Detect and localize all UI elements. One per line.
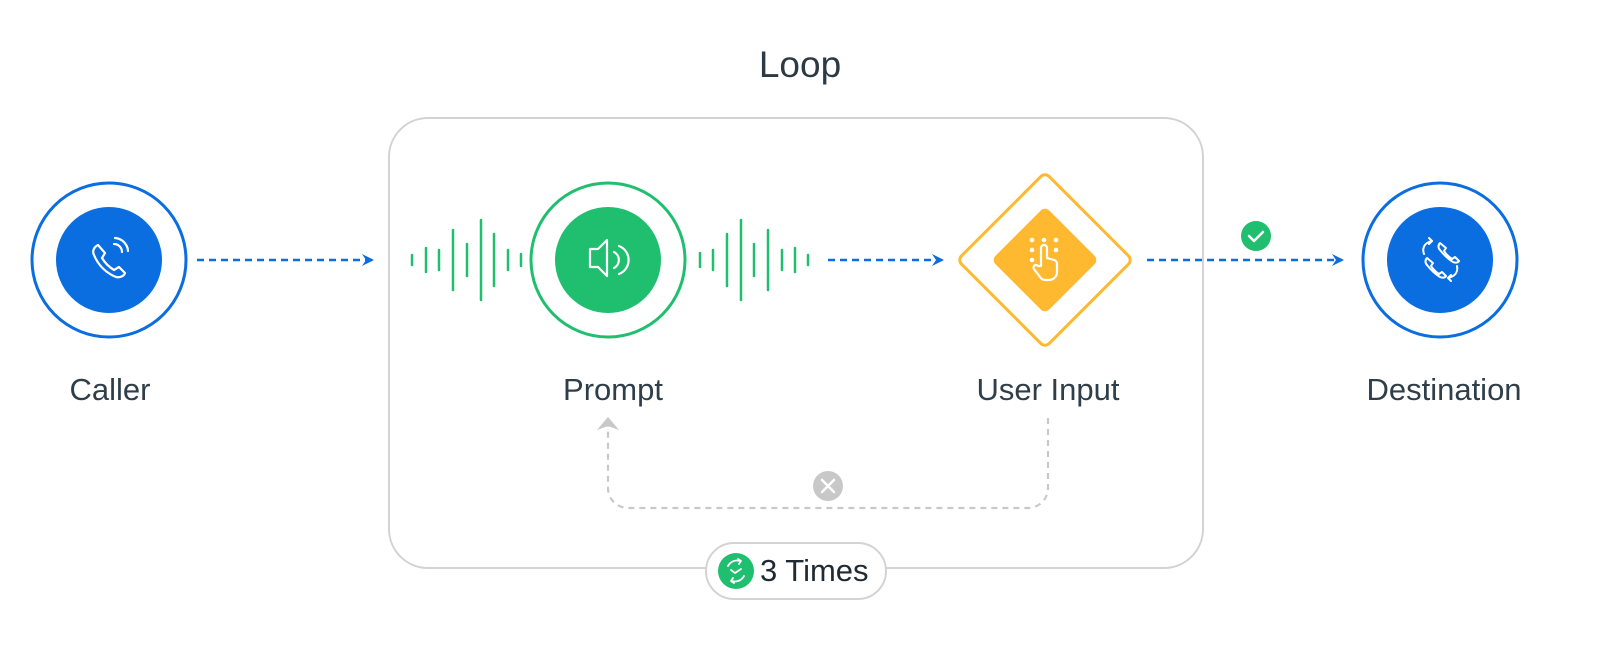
tap-keypad-icon bbox=[1029, 237, 1059, 282]
retry-arrowhead bbox=[597, 417, 619, 430]
label-destination: Destination bbox=[1366, 372, 1522, 407]
phone-ringing-icon bbox=[92, 236, 130, 279]
label-caller: Caller bbox=[69, 372, 151, 407]
node-caller[interactable] bbox=[30, 181, 188, 339]
sound-wave-left bbox=[410, 218, 523, 302]
edge-user-input-prompt-retry bbox=[606, 418, 1050, 510]
success-check-icon bbox=[1241, 221, 1271, 251]
sound-wave-right bbox=[698, 218, 810, 302]
call-transfer-icon bbox=[1422, 237, 1460, 282]
node-prompt[interactable] bbox=[529, 181, 687, 339]
loop-title: Loop bbox=[758, 44, 842, 85]
repeat-count-label: 3 Times bbox=[760, 553, 869, 588]
node-user-input[interactable] bbox=[957, 172, 1132, 347]
speaker-icon bbox=[588, 238, 630, 278]
label-user-input: User Input bbox=[976, 372, 1120, 407]
repeat-count-badge[interactable] bbox=[705, 542, 887, 600]
failure-x-icon bbox=[813, 471, 843, 501]
node-destination[interactable] bbox=[1361, 181, 1519, 339]
label-prompt: Prompt bbox=[563, 372, 663, 407]
